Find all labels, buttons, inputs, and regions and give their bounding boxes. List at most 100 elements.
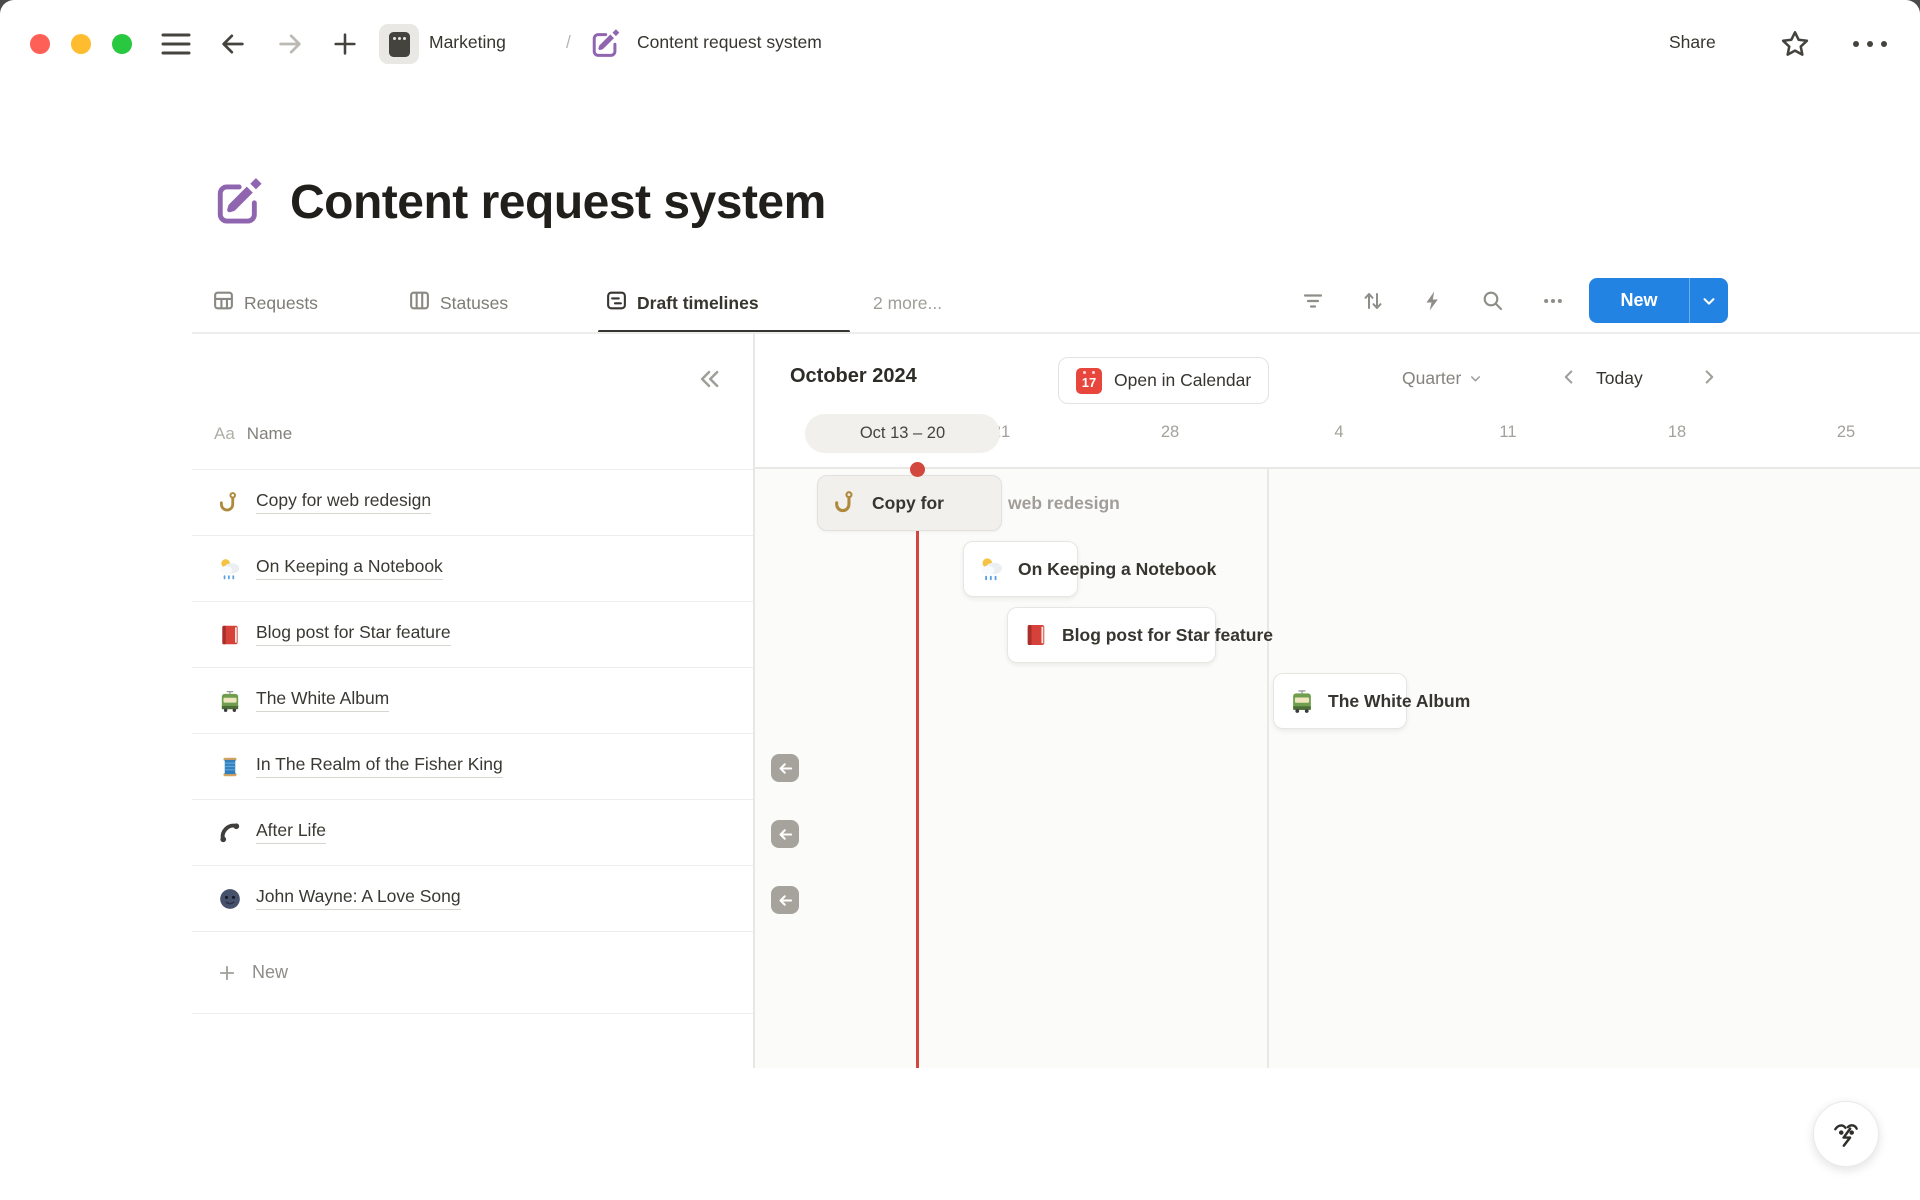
timeline-zoom-select[interactable]: Quarter [1402, 368, 1483, 389]
open-in-calendar-label: Open in Calendar [1114, 370, 1252, 390]
week-tick: 11 [1499, 423, 1517, 441]
new-button-group: New [1589, 278, 1728, 323]
table-row[interactable]: The White Album [192, 668, 753, 734]
page-icon[interactable] [210, 176, 266, 237]
row-title: On Keeping a Notebook [256, 556, 443, 581]
prev-period-icon[interactable] [1558, 366, 1580, 388]
chevron-down-icon [1471, 376, 1481, 382]
scroll-to-item-arrow[interactable] [771, 754, 799, 782]
today-button[interactable]: Today [1596, 368, 1643, 388]
tab-draft-timelines[interactable]: Draft timelines [605, 280, 759, 326]
today-marker-dot[interactable] [910, 462, 925, 477]
close-window-button[interactable] [30, 34, 50, 54]
board-view-icon [408, 289, 431, 317]
scroll-to-item-arrow[interactable] [771, 820, 799, 848]
hook-emoji [835, 491, 853, 513]
tab-more[interactable]: 2 more... [873, 280, 942, 326]
bar-title: The White Album [1328, 690, 1471, 711]
more-options-icon[interactable] [1846, 32, 1894, 56]
row-title: In The Realm of the Fisher King [256, 754, 503, 779]
breadcrumb-separator: / [566, 32, 571, 52]
tram-emoji [1293, 690, 1311, 713]
notion-ai-button[interactable] [1813, 1101, 1879, 1167]
calendar-icon: 17 [1076, 367, 1102, 394]
timeline-bar-the-white-album[interactable]: The White Album [1273, 673, 1470, 729]
add-row-button[interactable]: New [192, 932, 753, 1014]
back-icon[interactable] [219, 30, 247, 58]
red-book-emoji [222, 625, 238, 644]
timeline-bar-on-keeping-a-notebook[interactable]: On Keeping a Notebook [963, 541, 1216, 597]
minimize-window-button[interactable] [71, 34, 91, 54]
filter-icon[interactable] [1301, 289, 1325, 313]
tab-requests[interactable]: Requests [212, 280, 318, 326]
scroll-to-item-arrow[interactable] [771, 886, 799, 914]
tab-statuses[interactable]: Statuses [408, 280, 508, 326]
new-moon-face-emoji [220, 888, 240, 909]
table-row[interactable]: In The Realm of the Fisher King [192, 734, 753, 800]
today-line [916, 469, 919, 1068]
panel-divider[interactable] [753, 333, 755, 1068]
week-tick: 4 [1334, 423, 1344, 441]
new-button-divider [1689, 278, 1690, 323]
timeline-bar-copy-for-web-redesign[interactable]: Copy for [817, 475, 1002, 531]
week-tick: 18 [1667, 423, 1687, 441]
forward-icon[interactable] [276, 30, 304, 58]
timeline-view-icon [605, 289, 628, 317]
new-page-icon[interactable] [331, 30, 359, 58]
selected-week-pill[interactable]: Oct 13 – 20 [805, 414, 1000, 453]
active-tab-underline [598, 330, 850, 333]
bar-title: On Keeping a Notebook [1018, 558, 1217, 579]
add-row-label: New [252, 962, 289, 982]
table-view-icon [212, 289, 235, 317]
timeline-bar-blog-post-for-star-feature[interactable]: Blog post for Star feature [1007, 607, 1273, 663]
name-column: Copy for web redesign On Keeping a Noteb… [192, 469, 753, 1014]
table-row[interactable]: After Life [192, 800, 753, 866]
table-row[interactable]: John Wayne: A Love Song [192, 866, 753, 932]
tram-emoji [221, 690, 239, 712]
ai-face-icon [1834, 1124, 1858, 1147]
row-title: John Wayne: A Love Song [256, 886, 461, 911]
phone-receiver-emoji [220, 822, 240, 842]
text-type-icon: Aa [214, 424, 235, 443]
page-icon-small [588, 28, 622, 62]
red-book-emoji [1027, 624, 1045, 646]
page-title[interactable]: Content request system [290, 176, 826, 229]
share-button[interactable]: Share [1669, 32, 1716, 52]
table-row[interactable]: Blog post for Star feature [192, 602, 753, 668]
row-title: Copy for web redesign [256, 490, 432, 515]
zoom-level-label: Quarter [1402, 368, 1462, 388]
new-button[interactable]: New [1620, 290, 1658, 310]
thread-emoji [223, 757, 237, 776]
month-gridline [1267, 468, 1269, 1068]
teamspace-icon[interactable] [379, 24, 419, 64]
new-dropdown-button[interactable] [1690, 292, 1728, 310]
zoom-window-button[interactable] [112, 34, 132, 54]
sun-rain-cloud-emoji [981, 558, 1003, 581]
sun-rain-cloud-emoji [220, 558, 240, 579]
open-in-calendar-button[interactable]: 17 Open in Calendar [1058, 357, 1270, 404]
tabbar-divider [192, 332, 1920, 334]
table-row[interactable]: On Keeping a Notebook [192, 536, 753, 602]
search-icon[interactable] [1481, 289, 1505, 313]
tab-label: Requests [244, 292, 318, 313]
favorite-star-icon[interactable] [1779, 28, 1811, 60]
timeline-grid[interactable] [754, 468, 1920, 1068]
table-row[interactable]: Copy for web redesign [192, 470, 753, 536]
next-period-icon[interactable] [1698, 366, 1720, 388]
breadcrumb-page[interactable]: Content request system [637, 32, 822, 52]
automation-icon[interactable] [1421, 289, 1445, 313]
row-title: After Life [256, 820, 327, 845]
week-tick: 25 [1836, 423, 1856, 441]
breadcrumb-teamspace[interactable]: Marketing [429, 32, 506, 52]
column-header[interactable]: Aa Name [214, 424, 292, 444]
tab-label: Statuses [440, 292, 509, 313]
bar-title-clipped: Copy for [872, 492, 944, 513]
collapse-panel-icon[interactable] [694, 364, 724, 394]
titlebar: Marketing / Content request system Share [0, 0, 1920, 90]
bar-title: Blog post for Star feature [1062, 624, 1273, 645]
view-more-icon[interactable] [1541, 289, 1565, 313]
sidebar-menu-icon[interactable] [160, 31, 192, 57]
sort-icon[interactable] [1361, 289, 1385, 313]
bar-title-overflow: web redesign [1008, 492, 1120, 513]
